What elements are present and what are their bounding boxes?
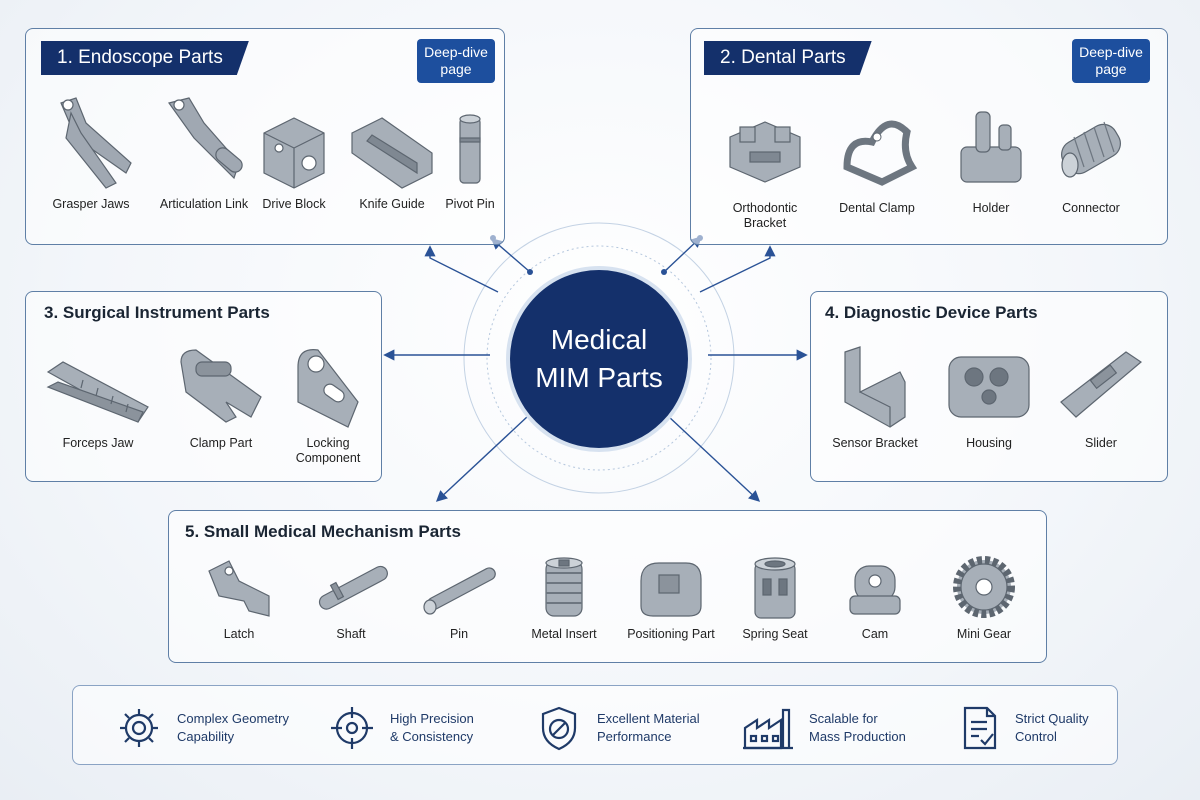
part-positioning-part: Positioning Part <box>611 551 731 642</box>
part-cam: Cam <box>815 551 935 642</box>
feature-line2: Mass Production <box>809 729 906 744</box>
part-label: Housing <box>966 436 1012 450</box>
dental-title: 2. Dental Parts <box>704 41 872 75</box>
diagnostic-title: 4. Diagnostic Device Parts <box>825 303 1038 322</box>
feature-line1: High Precision <box>390 711 474 726</box>
label-line2: Component <box>295 451 361 465</box>
factory-icon <box>743 708 793 750</box>
part-label: Latch <box>223 627 255 641</box>
deep-dive-line1: Deep-dive <box>424 44 488 60</box>
part-label: Pin <box>449 627 469 641</box>
part-label: Dental Clamp <box>839 201 915 215</box>
feature-line1: Complex Geometry <box>177 711 289 726</box>
part-articulation-link: Articulation Link <box>144 93 264 212</box>
part-label: Cam <box>861 627 889 641</box>
feature-line1: Strict Quality <box>1015 711 1089 726</box>
part-label: Forceps Jaw <box>62 436 134 450</box>
part-forceps-jaw: Forceps Jaw <box>38 342 158 451</box>
shield-icon <box>541 706 577 751</box>
part-dental-clamp: Dental Clamp <box>817 107 937 216</box>
part-label: Knife Guide <box>359 197 425 211</box>
feature-line1: Scalable for <box>809 711 878 726</box>
part-label: Positioning Part <box>627 627 715 641</box>
part-label: Pivot Pin <box>445 197 495 211</box>
feature-high-precision: High Precision & Consistency <box>328 704 474 752</box>
deep-dive-line1: Deep-dive <box>1079 44 1143 60</box>
part-label: Articulation Link <box>159 197 249 211</box>
part-grasper-jaws: Grasper Jaws <box>31 93 151 212</box>
part-label: Slider <box>1085 436 1117 450</box>
label-line1: Orthodontic <box>732 201 798 215</box>
part-drive-block: Drive Block <box>234 93 354 212</box>
part-latch: Latch <box>179 551 299 642</box>
mechanism-title: 5. Small Medical Mechanism Parts <box>185 522 461 541</box>
part-label: Sensor Bracket <box>832 436 918 450</box>
part-label: Connector <box>1062 201 1120 215</box>
part-connector: Connector <box>1031 107 1151 216</box>
part-label: Grasper Jaws <box>52 197 130 211</box>
part-holder: Holder <box>931 107 1051 216</box>
feature-line2: Performance <box>597 729 672 744</box>
feature-line2: Capability <box>177 729 235 744</box>
mechanism-panel: 5. Small Medical Mechanism Parts Latch S… <box>168 510 1047 663</box>
part-label: Spring Seat <box>742 627 808 641</box>
surgical-panel: 3. Surgical Instrument Parts Forceps Jaw… <box>25 291 382 482</box>
hub-line2: MIM Parts <box>535 362 663 393</box>
hub-medical-mim-parts: Medical MIM Parts <box>510 270 688 448</box>
part-label: Holder <box>972 201 1010 215</box>
feature-line2: Control <box>1015 729 1057 744</box>
part-slider: Slider <box>1041 342 1161 451</box>
gear-icon <box>120 709 158 747</box>
feature-line2: & Consistency <box>390 729 474 744</box>
part-sensor-bracket: Sensor Bracket <box>815 342 935 451</box>
part-label: Clamp Part <box>189 436 253 450</box>
checklist-icon <box>963 706 997 750</box>
part-label: Mini Gear <box>956 627 1012 641</box>
part-label: Shaft <box>336 627 366 641</box>
part-clamp-part: Clamp Part <box>161 342 281 451</box>
part-label: Drive Block <box>262 197 326 211</box>
deep-dive-line2: page <box>440 61 472 77</box>
label-line2: Bracket <box>743 216 787 230</box>
label-line1: Locking <box>306 436 350 450</box>
deep-dive-line2: page <box>1095 61 1127 77</box>
diagnostic-panel: 4. Diagnostic Device Parts Sensor Bracke… <box>810 291 1168 482</box>
part-metal-insert: Metal Insert <box>504 551 624 642</box>
part-pin: Pin <box>399 551 519 642</box>
part-label: Metal Insert <box>531 627 597 641</box>
part-housing: Housing <box>929 342 1049 451</box>
part-spring-seat: Spring Seat <box>715 551 835 642</box>
crosshair-icon <box>331 707 373 749</box>
part-pivot-pin: Pivot Pin <box>410 93 530 212</box>
endoscope-title: 1. Endoscope Parts <box>41 41 249 75</box>
surgical-title: 3. Surgical Instrument Parts <box>44 303 270 322</box>
feature-line1: Excellent Material <box>597 711 700 726</box>
part-knife-guide: Knife Guide <box>332 93 452 212</box>
hub-line1: Medical <box>550 324 648 355</box>
part-mini-gear: Mini Gear <box>924 551 1044 642</box>
part-shaft: Shaft <box>291 551 411 642</box>
